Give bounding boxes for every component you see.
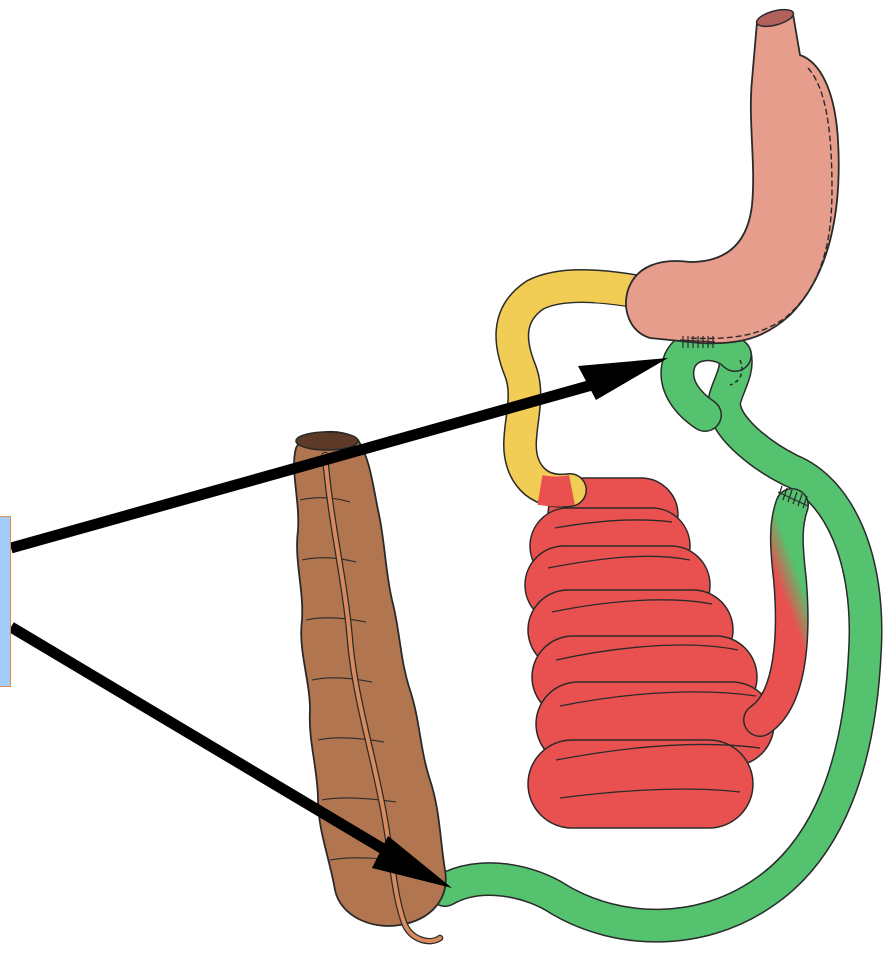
stomach [626,6,839,348]
coil-stack [525,478,774,828]
small-intestine-coils [525,478,792,828]
label-box [0,516,11,687]
